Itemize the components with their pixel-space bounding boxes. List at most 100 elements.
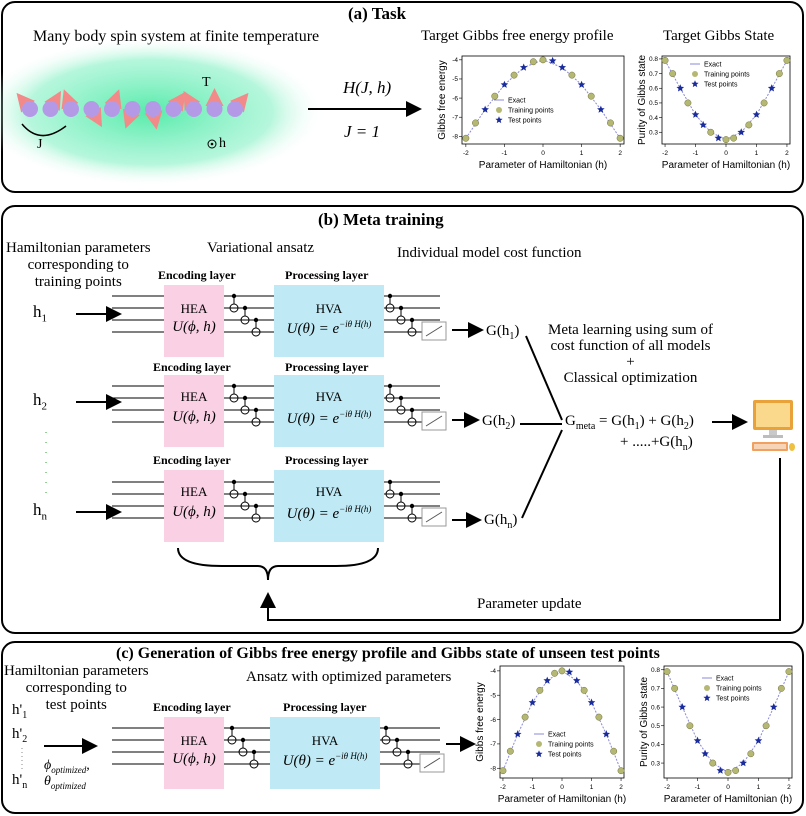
label-T: T	[202, 75, 211, 90]
test-point	[701, 749, 709, 757]
processing-label-3: Processing layer	[285, 453, 369, 467]
y-axis-label: Gibbs free energy	[437, 60, 448, 140]
control-dot	[387, 293, 393, 299]
legend-training-swatch	[536, 741, 542, 747]
x-tick-label: -1	[530, 784, 536, 791]
test-point	[597, 105, 605, 113]
y-tick-label: -7	[490, 741, 496, 748]
hva-name-1: HVA	[315, 301, 343, 316]
panel-a-title: (a) Task	[348, 4, 407, 23]
test-point	[693, 736, 702, 744]
legend-label: Exact	[508, 98, 526, 105]
y-axis-label: Gibbs free energy	[475, 682, 486, 762]
input-h1-prime: h'1	[12, 702, 28, 721]
y-tick-label: 0.6	[649, 85, 658, 92]
plot-frame	[663, 665, 793, 779]
control-dot	[253, 407, 259, 413]
control-dot	[387, 479, 393, 485]
test-point	[481, 105, 489, 113]
training-point	[663, 668, 671, 676]
test-point	[691, 110, 700, 118]
control-dot	[242, 305, 248, 311]
training-point	[785, 668, 793, 676]
parameter-update-loop	[260, 458, 781, 621]
x-tick-label: 2	[785, 150, 789, 157]
hea-formula-1: U(ϕ, h)	[172, 319, 216, 335]
panel-c-title: (c) Generation of Gibbs free energy prof…	[116, 645, 660, 662]
x-axis-label: Parameter of Hamiltonian (h)	[664, 794, 792, 805]
y-tick-label: 0.7	[649, 71, 658, 78]
y-tick-label: 0.4	[649, 115, 658, 122]
x-tick-label: -1	[502, 150, 508, 157]
y-tick-label: 0.6	[651, 704, 660, 711]
legend-label: Test points	[548, 752, 582, 759]
gmeta-line1: Gmeta = G(h1) + G(h2)	[565, 413, 694, 432]
processing-label-c: Processing layer	[283, 700, 367, 714]
hva-block-3: HVA U(θ) = e−iθ H(h)	[274, 470, 384, 542]
hva-block-2: HVA U(θ) = e−iθ H(h)	[274, 375, 384, 447]
spin-particle	[42, 101, 59, 117]
hva-exp-c: −iθ H(h)	[335, 751, 368, 761]
brace	[177, 547, 379, 581]
legend-label: Exact	[548, 732, 566, 739]
control-dot	[231, 293, 237, 299]
test-point	[714, 134, 723, 142]
panel-meta-training	[1, 205, 804, 634]
training-point	[775, 70, 783, 78]
merge-line-1	[525, 335, 563, 421]
test-point	[519, 63, 528, 71]
encoding-label-c: Encoding layer	[153, 700, 231, 714]
legend-label: Test points	[704, 82, 738, 89]
control-dot	[398, 491, 404, 497]
training-point	[669, 70, 677, 78]
test-point	[737, 128, 746, 136]
x-tick-label: -1	[695, 784, 701, 791]
x-tick-label: 1	[590, 784, 594, 791]
legend-training-swatch	[704, 685, 710, 691]
training-point	[506, 747, 514, 755]
x-axis-label: Parameter of Hamiltonian (h)	[662, 160, 790, 171]
x-tick-label: 2	[618, 150, 622, 157]
training-point	[610, 747, 618, 755]
thermal-glow	[0, 37, 325, 187]
training-point	[568, 71, 576, 79]
control-dot	[409, 317, 415, 323]
parameter-update-label: Parameter update	[477, 596, 582, 612]
spin-particle	[165, 101, 182, 117]
test-point	[767, 84, 776, 92]
test-point	[500, 80, 509, 88]
y-tick-label: -5	[490, 692, 496, 699]
output-gn: G(hn)	[484, 512, 518, 531]
spin-particle	[124, 101, 141, 117]
test-point	[528, 698, 537, 706]
control-dot	[409, 407, 415, 413]
x-tick-label: 1	[755, 150, 759, 157]
x-tick-label: 2	[787, 784, 791, 791]
panel-generation	[1, 641, 804, 814]
hea-formula-3: U(ϕ, h)	[172, 504, 216, 520]
hva-name-2: HVA	[315, 389, 343, 404]
y-tick-label: 0.5	[649, 100, 658, 107]
training-point	[529, 58, 537, 66]
training-point	[730, 134, 738, 142]
y-tick-label: 0.3	[649, 129, 658, 136]
training-point	[777, 684, 785, 692]
test-point	[678, 703, 687, 711]
cost-header: Individual model cost function	[397, 245, 582, 261]
training-point	[616, 134, 624, 142]
y-tick-label: 0.4	[651, 742, 660, 749]
test-point	[535, 750, 543, 758]
test-point	[513, 730, 522, 738]
exact-line	[502, 670, 622, 771]
label-J: J	[37, 137, 43, 152]
training-point	[587, 92, 595, 100]
control-dot	[231, 383, 237, 389]
y-tick-label: -8	[490, 765, 496, 772]
training-point	[521, 713, 529, 721]
test-point	[577, 80, 586, 88]
processing-label-2: Processing layer	[285, 360, 369, 374]
test-point	[676, 84, 685, 92]
test-point	[602, 730, 611, 738]
training-point	[762, 722, 770, 730]
